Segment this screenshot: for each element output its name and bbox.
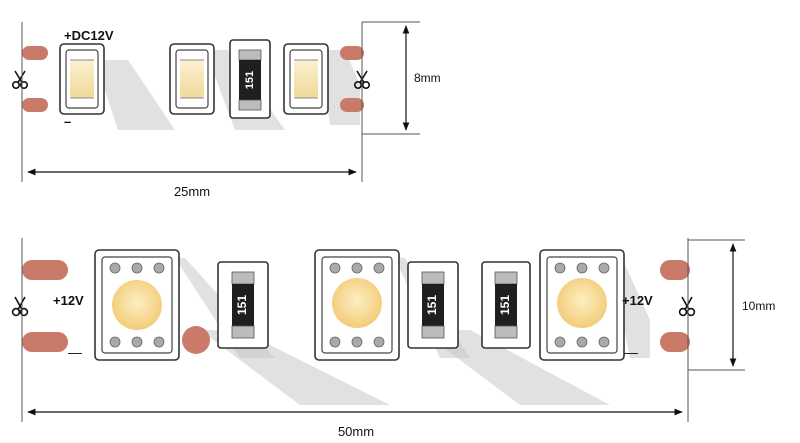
minus-label: –: [64, 114, 71, 129]
scissors-icon: [11, 296, 29, 317]
shadow: [420, 330, 610, 405]
led-chip-5050: [94, 249, 180, 361]
scissors-icon: [678, 296, 696, 317]
width-label: 8mm: [414, 71, 441, 85]
resistor-code: 151: [425, 295, 439, 315]
shadow: [95, 60, 175, 130]
solder-pad: [340, 46, 364, 60]
scissors-icon: [12, 70, 29, 90]
resistor: 151: [217, 261, 269, 349]
plus-label-right: +12V: [622, 293, 653, 308]
minus-label-right: —: [624, 344, 638, 360]
bottom-strip: 151 151 151: [11, 238, 775, 439]
solder-pad: [182, 326, 210, 354]
resistor-code: 151: [244, 71, 256, 89]
length-label: 25mm: [174, 184, 210, 199]
led-chip: [59, 43, 105, 115]
resistor: 151: [229, 39, 271, 119]
width-label: 10mm: [742, 299, 775, 313]
resistor-code: 151: [498, 295, 512, 315]
resistor: 151: [481, 261, 531, 349]
led-chip-5050: [314, 249, 400, 361]
length-label: 50mm: [338, 424, 374, 439]
solder-pad: [22, 332, 68, 352]
led-chip: [283, 43, 329, 115]
voltage-label: +DC12V: [64, 28, 114, 43]
resistor-code: 151: [235, 295, 249, 315]
minus-label-left: —: [68, 344, 82, 360]
solder-pad: [22, 260, 68, 280]
plus-label-left: +12V: [53, 293, 84, 308]
led-chip-5050: [539, 249, 625, 361]
solder-pad: [660, 260, 690, 280]
top-strip: 151 +DC12V –: [12, 21, 441, 199]
solder-pad: [22, 46, 48, 60]
scissors-icon: [354, 70, 371, 90]
solder-pad: [22, 98, 48, 112]
solder-pad: [660, 332, 690, 352]
resistor: 151: [407, 261, 459, 349]
solder-pad: [340, 98, 364, 112]
led-chip: [169, 43, 215, 115]
